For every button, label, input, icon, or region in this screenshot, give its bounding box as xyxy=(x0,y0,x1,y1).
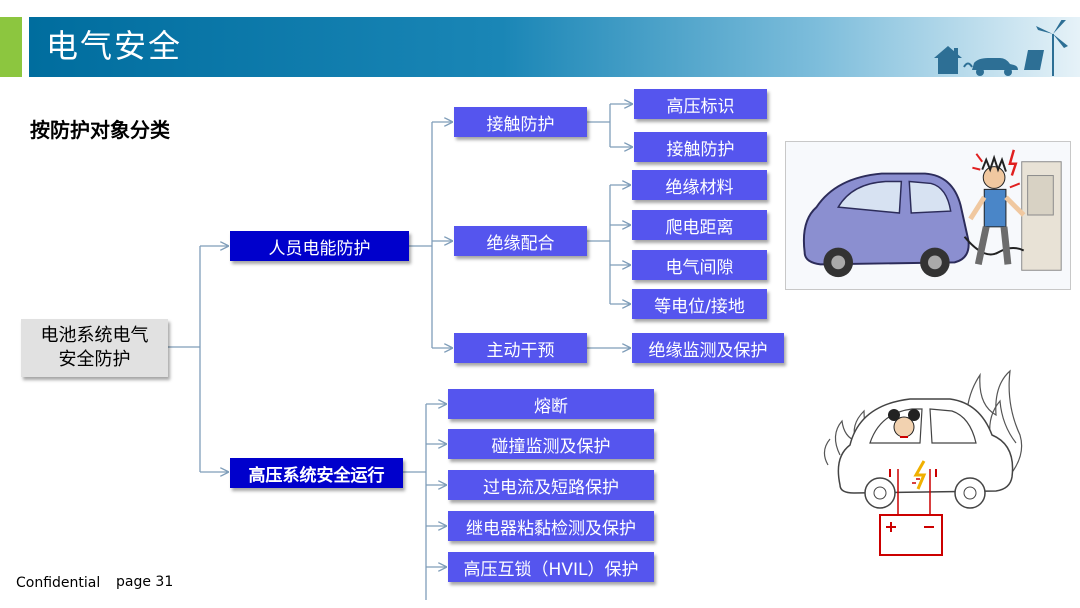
node-equipotential-grounding: 等电位/接地 xyxy=(632,289,767,319)
node-creepage-distance: 爬电距离 xyxy=(632,210,767,240)
footer-page-number: page 31 xyxy=(116,574,173,590)
node-overcurrent-protection: 过电流及短路保护 xyxy=(448,470,654,500)
section-subtitle: 按防护对象分类 xyxy=(30,114,170,143)
node-collision-monitoring: 碰撞监测及保护 xyxy=(448,429,654,459)
node-contact-protection: 接触防护 xyxy=(454,107,587,137)
node-electrical-clearance: 电气间隙 xyxy=(632,250,767,280)
node-insulation-material: 绝缘材料 xyxy=(632,170,767,200)
electric-shock-illustration xyxy=(785,141,1071,290)
footer-confidential: Confidential xyxy=(16,575,100,591)
root-node: 电池系统电气 安全防护 xyxy=(21,319,168,377)
node-hv-marking: 高压标识 xyxy=(634,89,767,119)
node-personnel-protection: 人员电能防护 xyxy=(230,231,409,261)
node-relay-welding-detection: 继电器粘黏检测及保护 xyxy=(448,511,654,541)
node-insulation-monitoring: 绝缘监测及保护 xyxy=(632,333,784,363)
node-fuse: 熔断 xyxy=(448,389,654,419)
node-hvil-protection: 高压互锁（HVIL）保护 xyxy=(448,552,654,582)
header-bar xyxy=(29,17,1080,77)
header-icons xyxy=(928,20,1078,80)
page-title: 电气安全 xyxy=(46,21,182,71)
header-accent-bar xyxy=(0,17,22,77)
node-contact-protection-detail: 接触防护 xyxy=(634,132,767,162)
node-active-intervention: 主动干预 xyxy=(454,333,587,363)
battery-fire-illustration xyxy=(820,365,1030,560)
root-line-2: 安全防护 xyxy=(41,348,149,372)
root-line-1: 电池系统电气 xyxy=(41,324,149,348)
node-hv-system-safety: 高压系统安全运行 xyxy=(230,458,403,488)
node-insulation-coordination: 绝缘配合 xyxy=(454,226,587,256)
